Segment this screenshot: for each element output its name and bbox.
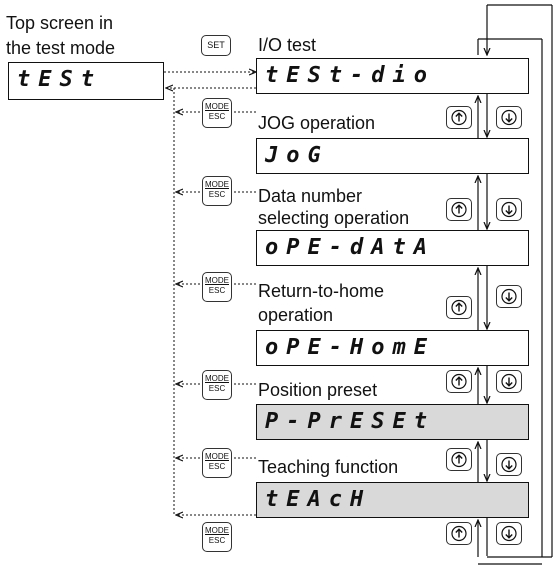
up-arrow-key-icon bbox=[451, 373, 467, 390]
up-arrow-key-5[interactable] bbox=[446, 522, 472, 545]
up-arrow-key-1[interactable] bbox=[446, 198, 472, 221]
item-display-4: P-PrESEt bbox=[256, 404, 529, 440]
up-arrow-key-icon bbox=[451, 201, 467, 218]
up-arrow-key-3[interactable] bbox=[446, 370, 472, 393]
top-screen-label-line1: Top screen in bbox=[6, 13, 114, 33]
up-arrow-key-icon bbox=[451, 451, 467, 468]
esc-key-label: ESC bbox=[208, 536, 226, 545]
down-arrow-key-3[interactable] bbox=[496, 370, 522, 393]
esc-key-label: ESC bbox=[208, 190, 226, 199]
down-arrow-key-2[interactable] bbox=[496, 285, 522, 308]
item-label-2-line2: selecting operation bbox=[258, 208, 410, 228]
item-label-0-line1: I/O test bbox=[258, 35, 317, 55]
item-display-1: JoG bbox=[256, 138, 529, 174]
down-arrow-key-4[interactable] bbox=[496, 453, 522, 476]
up-arrow-key-2[interactable] bbox=[446, 296, 472, 319]
esc-key-label: ESC bbox=[208, 112, 226, 121]
down-arrow-key-icon bbox=[501, 288, 517, 305]
item-display-2: oPE-dAtA bbox=[256, 230, 529, 266]
esc-key-label: ESC bbox=[208, 384, 226, 393]
mode-key-label: MODE bbox=[205, 276, 229, 285]
down-arrow-key-icon bbox=[501, 201, 517, 218]
item-label-5-line1: Teaching function bbox=[258, 457, 399, 477]
up-arrow-key-icon bbox=[451, 109, 467, 126]
esc-key-label: ESC bbox=[208, 286, 226, 295]
up-arrow-key-icon bbox=[451, 299, 467, 316]
down-arrow-key-icon bbox=[501, 456, 517, 473]
item-label-4-line1: Position preset bbox=[258, 380, 378, 400]
item-display-0: tESt-dio bbox=[256, 58, 529, 94]
mode-key-label: MODE bbox=[205, 102, 229, 111]
down-arrow-key-0[interactable] bbox=[496, 106, 522, 129]
up-arrow-key-4[interactable] bbox=[446, 448, 472, 471]
down-arrow-key-icon bbox=[501, 373, 517, 390]
esc-key-label: ESC bbox=[208, 462, 226, 471]
item-display-5: tEAcH bbox=[256, 482, 529, 518]
down-arrow-key-icon bbox=[501, 525, 517, 542]
top-screen-label-line2: the test mode bbox=[6, 38, 116, 58]
mode-key-label: MODE bbox=[205, 374, 229, 383]
item-display-3: oPE-HomE bbox=[256, 330, 529, 366]
item-label-2-line1: Data number bbox=[258, 186, 363, 206]
down-arrow-key-5[interactable] bbox=[496, 522, 522, 545]
set-key[interactable]: SET bbox=[201, 35, 231, 56]
up-arrow-key-icon bbox=[451, 525, 467, 542]
down-arrow-key-1[interactable] bbox=[496, 198, 522, 221]
mode-key-label: MODE bbox=[205, 452, 229, 461]
down-arrow-key-icon bbox=[501, 109, 517, 126]
mode-key-label: MODE bbox=[205, 180, 229, 189]
up-arrow-key-0[interactable] bbox=[446, 106, 472, 129]
item-label-3-line1: Return-to-home bbox=[258, 281, 385, 301]
item-label-3-line2: operation bbox=[258, 305, 334, 325]
item-label-1-line1: JOG operation bbox=[258, 113, 376, 133]
top-screen-display: tESt bbox=[8, 62, 164, 100]
mode-key-label: MODE bbox=[205, 526, 229, 535]
